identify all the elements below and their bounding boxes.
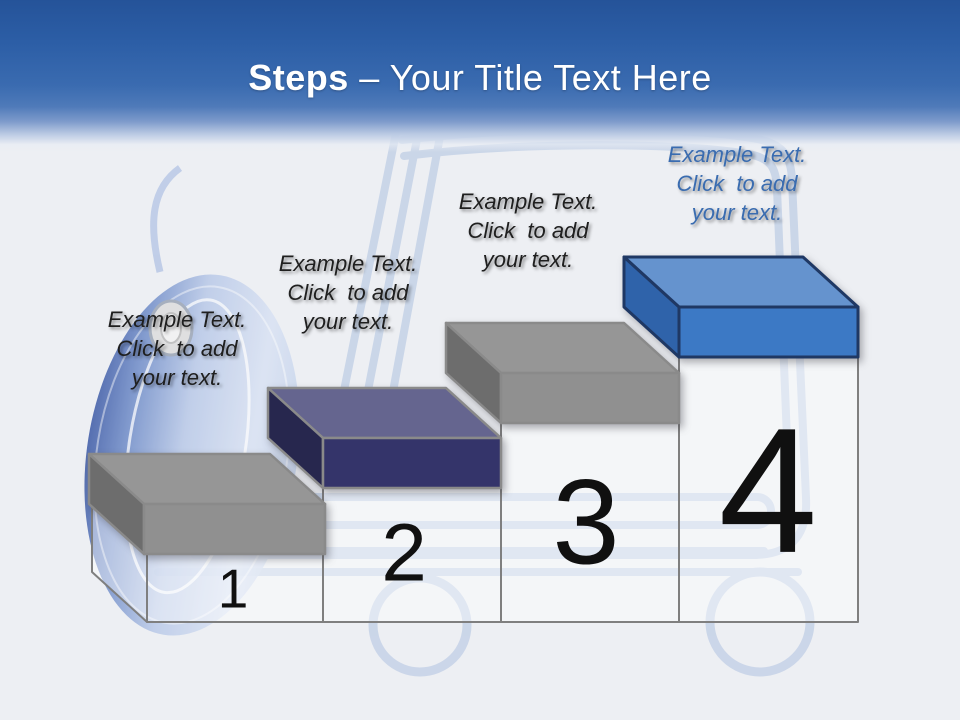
step-3-cap xyxy=(444,321,681,425)
slide-title: Steps – Your Title Text Here xyxy=(0,56,960,100)
step-4-label[interactable]: Example Text. Click to add your text. xyxy=(667,142,807,225)
step-3-number: 3 xyxy=(552,453,620,590)
step-4-number: 4 xyxy=(718,390,818,590)
cap-3-front xyxy=(499,371,681,425)
step-pedestals xyxy=(91,356,859,623)
step-2-label[interactable]: Example Text. Click to add your text. xyxy=(278,251,418,334)
title-keyword: Steps xyxy=(248,57,349,98)
step-1-number: 1 xyxy=(217,557,249,620)
cap-1-front xyxy=(142,502,327,556)
step-2-cap xyxy=(266,386,503,490)
step-1-cap xyxy=(87,452,327,556)
step-3-label[interactable]: Example Text. Click to add your text. xyxy=(458,189,598,272)
cart-wheel-left xyxy=(368,573,472,677)
step-2-number: 2 xyxy=(381,507,427,599)
title-rest: – Your Title Text Here xyxy=(348,57,712,98)
step-4-cap xyxy=(622,255,860,359)
mouse-cable xyxy=(150,165,183,273)
step-1-label[interactable]: Example Text. Click to add your text. xyxy=(107,307,247,390)
cap-2-front xyxy=(321,436,503,490)
cap-4-front xyxy=(677,305,860,359)
